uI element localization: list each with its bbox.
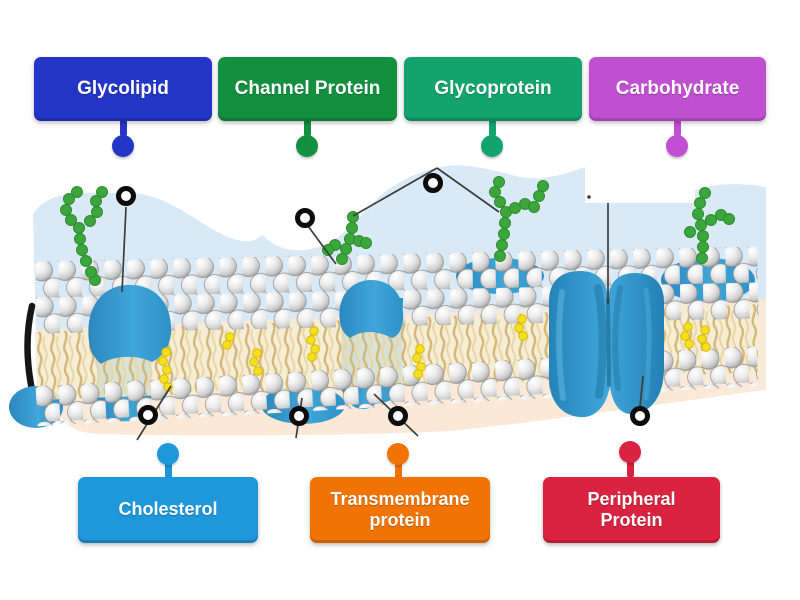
label-pin-stem	[673, 119, 681, 137]
label-card-transmembrane-protein[interactable]: Transmembrane protein	[310, 477, 490, 543]
label-pin-stem	[164, 460, 172, 479]
drop-target-1[interactable]	[116, 186, 136, 206]
label-card-peripheral-protein[interactable]: Peripheral Protein	[543, 477, 720, 543]
mid-protein-dome	[339, 280, 404, 338]
label-pin-dot	[666, 135, 688, 157]
label-card-glycolipid[interactable]: Glycolipid	[34, 57, 212, 121]
label-pin-dot	[481, 135, 503, 157]
label-pin-stem	[119, 119, 127, 137]
label-text: Glycoprotein	[434, 77, 552, 99]
label-card-cholesterol[interactable]: Cholesterol	[78, 477, 258, 543]
channel-protein	[549, 271, 664, 418]
label-pin-dot	[112, 135, 134, 157]
label-pin-stem	[394, 460, 402, 479]
drop-target-2[interactable]	[295, 208, 315, 228]
cholesterol-molecules	[158, 314, 711, 392]
label-text: Peripheral Protein	[587, 488, 676, 530]
label-text: Channel Protein	[234, 77, 381, 99]
label-pin-stem	[488, 119, 496, 137]
left-protein-dome	[88, 284, 172, 364]
drop-targets	[116, 173, 650, 426]
label-pin-stem	[626, 458, 634, 478]
label-text: Glycolipid	[77, 77, 169, 99]
drop-target-7[interactable]	[630, 406, 650, 426]
drop-target-4[interactable]	[138, 405, 158, 425]
carbohydrate-chains	[60, 176, 735, 286]
drop-target-6[interactable]	[388, 406, 408, 426]
drop-target-5[interactable]	[289, 406, 309, 426]
label-pin-dot	[387, 443, 409, 465]
label-text: Carbohydrate	[615, 77, 740, 99]
label-card-carbohydrate[interactable]: Carbohydrate	[589, 57, 766, 121]
label-pin-stem	[303, 119, 311, 137]
label-text: Cholesterol	[118, 499, 218, 520]
label-text: Transmembrane protein	[330, 488, 470, 530]
label-pin-dot	[619, 441, 641, 463]
label-pin-dot	[157, 443, 179, 465]
label-card-channel-protein[interactable]: Channel Protein	[218, 57, 397, 121]
label-pin-dot	[296, 135, 318, 157]
label-card-glycoprotein[interactable]: Glycoprotein	[404, 57, 582, 121]
membrane-cut-edge	[24, 302, 36, 394]
drop-target-3[interactable]	[423, 173, 443, 193]
